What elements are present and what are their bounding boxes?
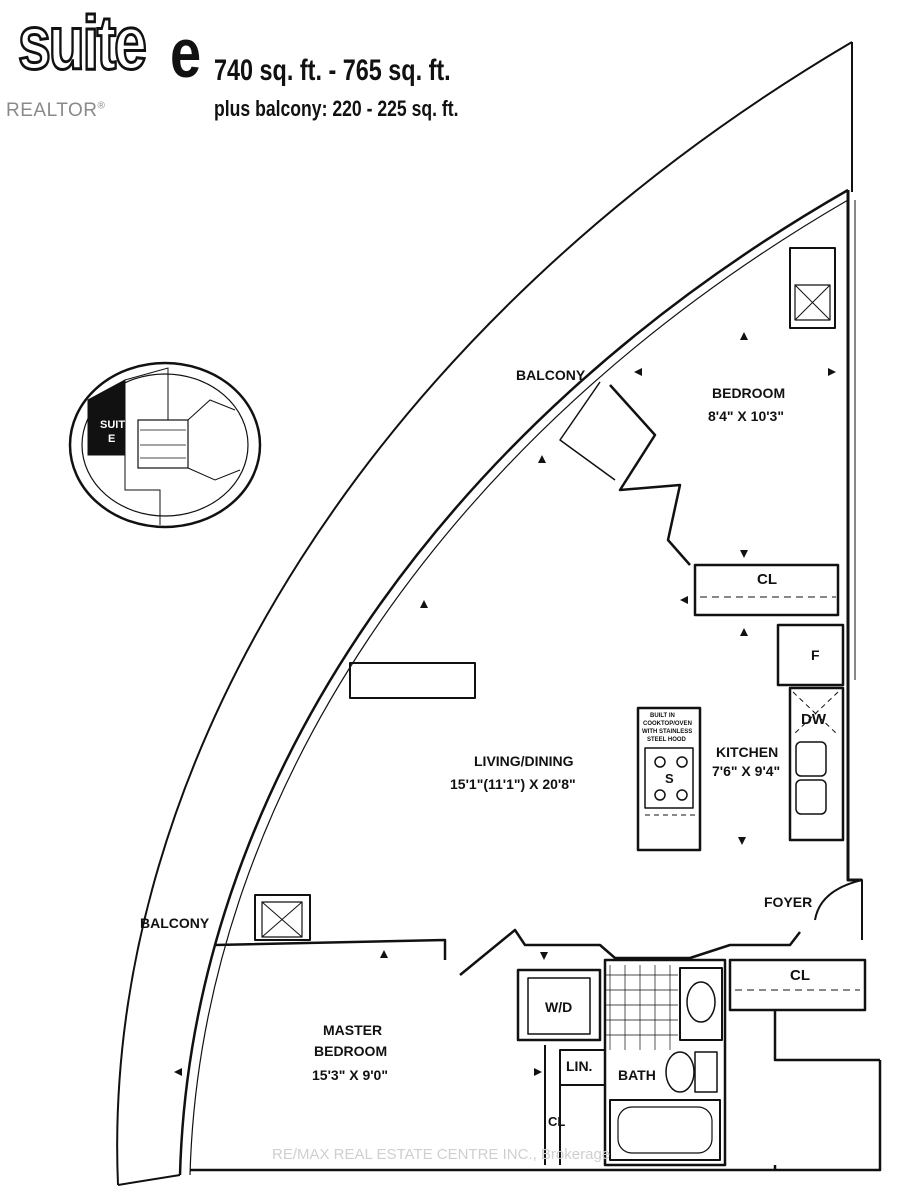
balcony-bottom-edge [117,1174,181,1186]
kitchen-island [636,706,702,852]
island-note-4: STEEL HOOD [647,737,687,743]
master-bedroom-label-2: BEDROOM [314,1043,387,1059]
toilet [665,1051,695,1093]
dishwasher-counter [788,686,845,842]
brokerage-watermark: RE/MAX REAL ESTATE CENTRE INC., Brokerag… [272,1146,611,1163]
bedroom-closet-label: CL [757,571,777,588]
island-note-3: WITH STAINLESS [642,729,692,735]
bedroom-label: BEDROOM [712,385,785,401]
realtor-logo[interactable]: REALTOR® [6,100,105,122]
foyer-door [814,879,863,940]
suite-bottom-wall [190,1060,882,1172]
suite-letter: e [170,14,202,92]
bath-label: BATH [618,1067,656,1083]
suite-title: suite [17,1,148,86]
column [349,662,476,699]
balcony-bottom-label: BALCONY [140,915,210,931]
window-wall [178,188,849,1176]
bedroom-wall [609,384,691,566]
foyer-label: FOYER [764,894,812,910]
washer-dryer-label: W/D [545,999,572,1015]
key-plan-suite-letter: E [108,433,115,445]
kitchen-size: 7'6" X 9'4" [712,763,780,779]
wall-arrows [174,332,836,1076]
master-closet-label: CL [548,1114,565,1129]
key-plan [68,361,262,529]
linen-label: LIN. [566,1058,592,1074]
master-top-wall [214,928,801,976]
bath-sink [686,981,716,1023]
foyer-closet [728,958,867,1012]
master-bedroom-size: 15'3" X 9'0" [312,1067,388,1083]
kitchen-label: KITCHEN [716,744,778,760]
bedroom-mechanical [789,247,836,329]
living-dining-label: LIVING/DINING [474,753,574,769]
bedroom-size: 8'4" X 10'3" [708,408,784,424]
vanity [679,967,723,1041]
living-dining-size: 15'1"(11'1") X 20'8" [450,776,576,792]
sink-right [795,779,827,815]
fridge [776,623,845,687]
washer-dryer [516,968,602,1042]
window-wall-inner [189,199,849,1176]
balcony-top-label: BALCONY [516,367,586,383]
realtor-logo-text: REALTOR [6,100,98,121]
fridge-label: F [811,647,820,663]
bathtub [609,1099,721,1161]
balcony-area: plus balcony: 220 - 225 sq. ft. [214,96,459,121]
realtor-registered-mark: ® [97,100,106,112]
bathroom [603,958,727,1167]
master-mechanical [254,894,311,941]
bedroom-closet [693,563,840,617]
master-bedroom-label-1: MASTER [323,1022,382,1038]
stove-label: S [665,771,674,786]
balcony-outer-edge [116,41,853,1186]
master-closet [544,1045,561,1165]
dishwasher-label: DW [801,711,827,728]
sink-left [795,741,827,777]
suite-area: 740 sq. ft. - 765 sq. ft. [214,54,451,87]
foyer-closet-label: CL [790,967,810,984]
island-note-1: BUILT IN [650,713,675,719]
key-plan-suite-label: SUITE [100,419,132,431]
island-note-2: COOKTOP/OVEN [643,721,692,727]
